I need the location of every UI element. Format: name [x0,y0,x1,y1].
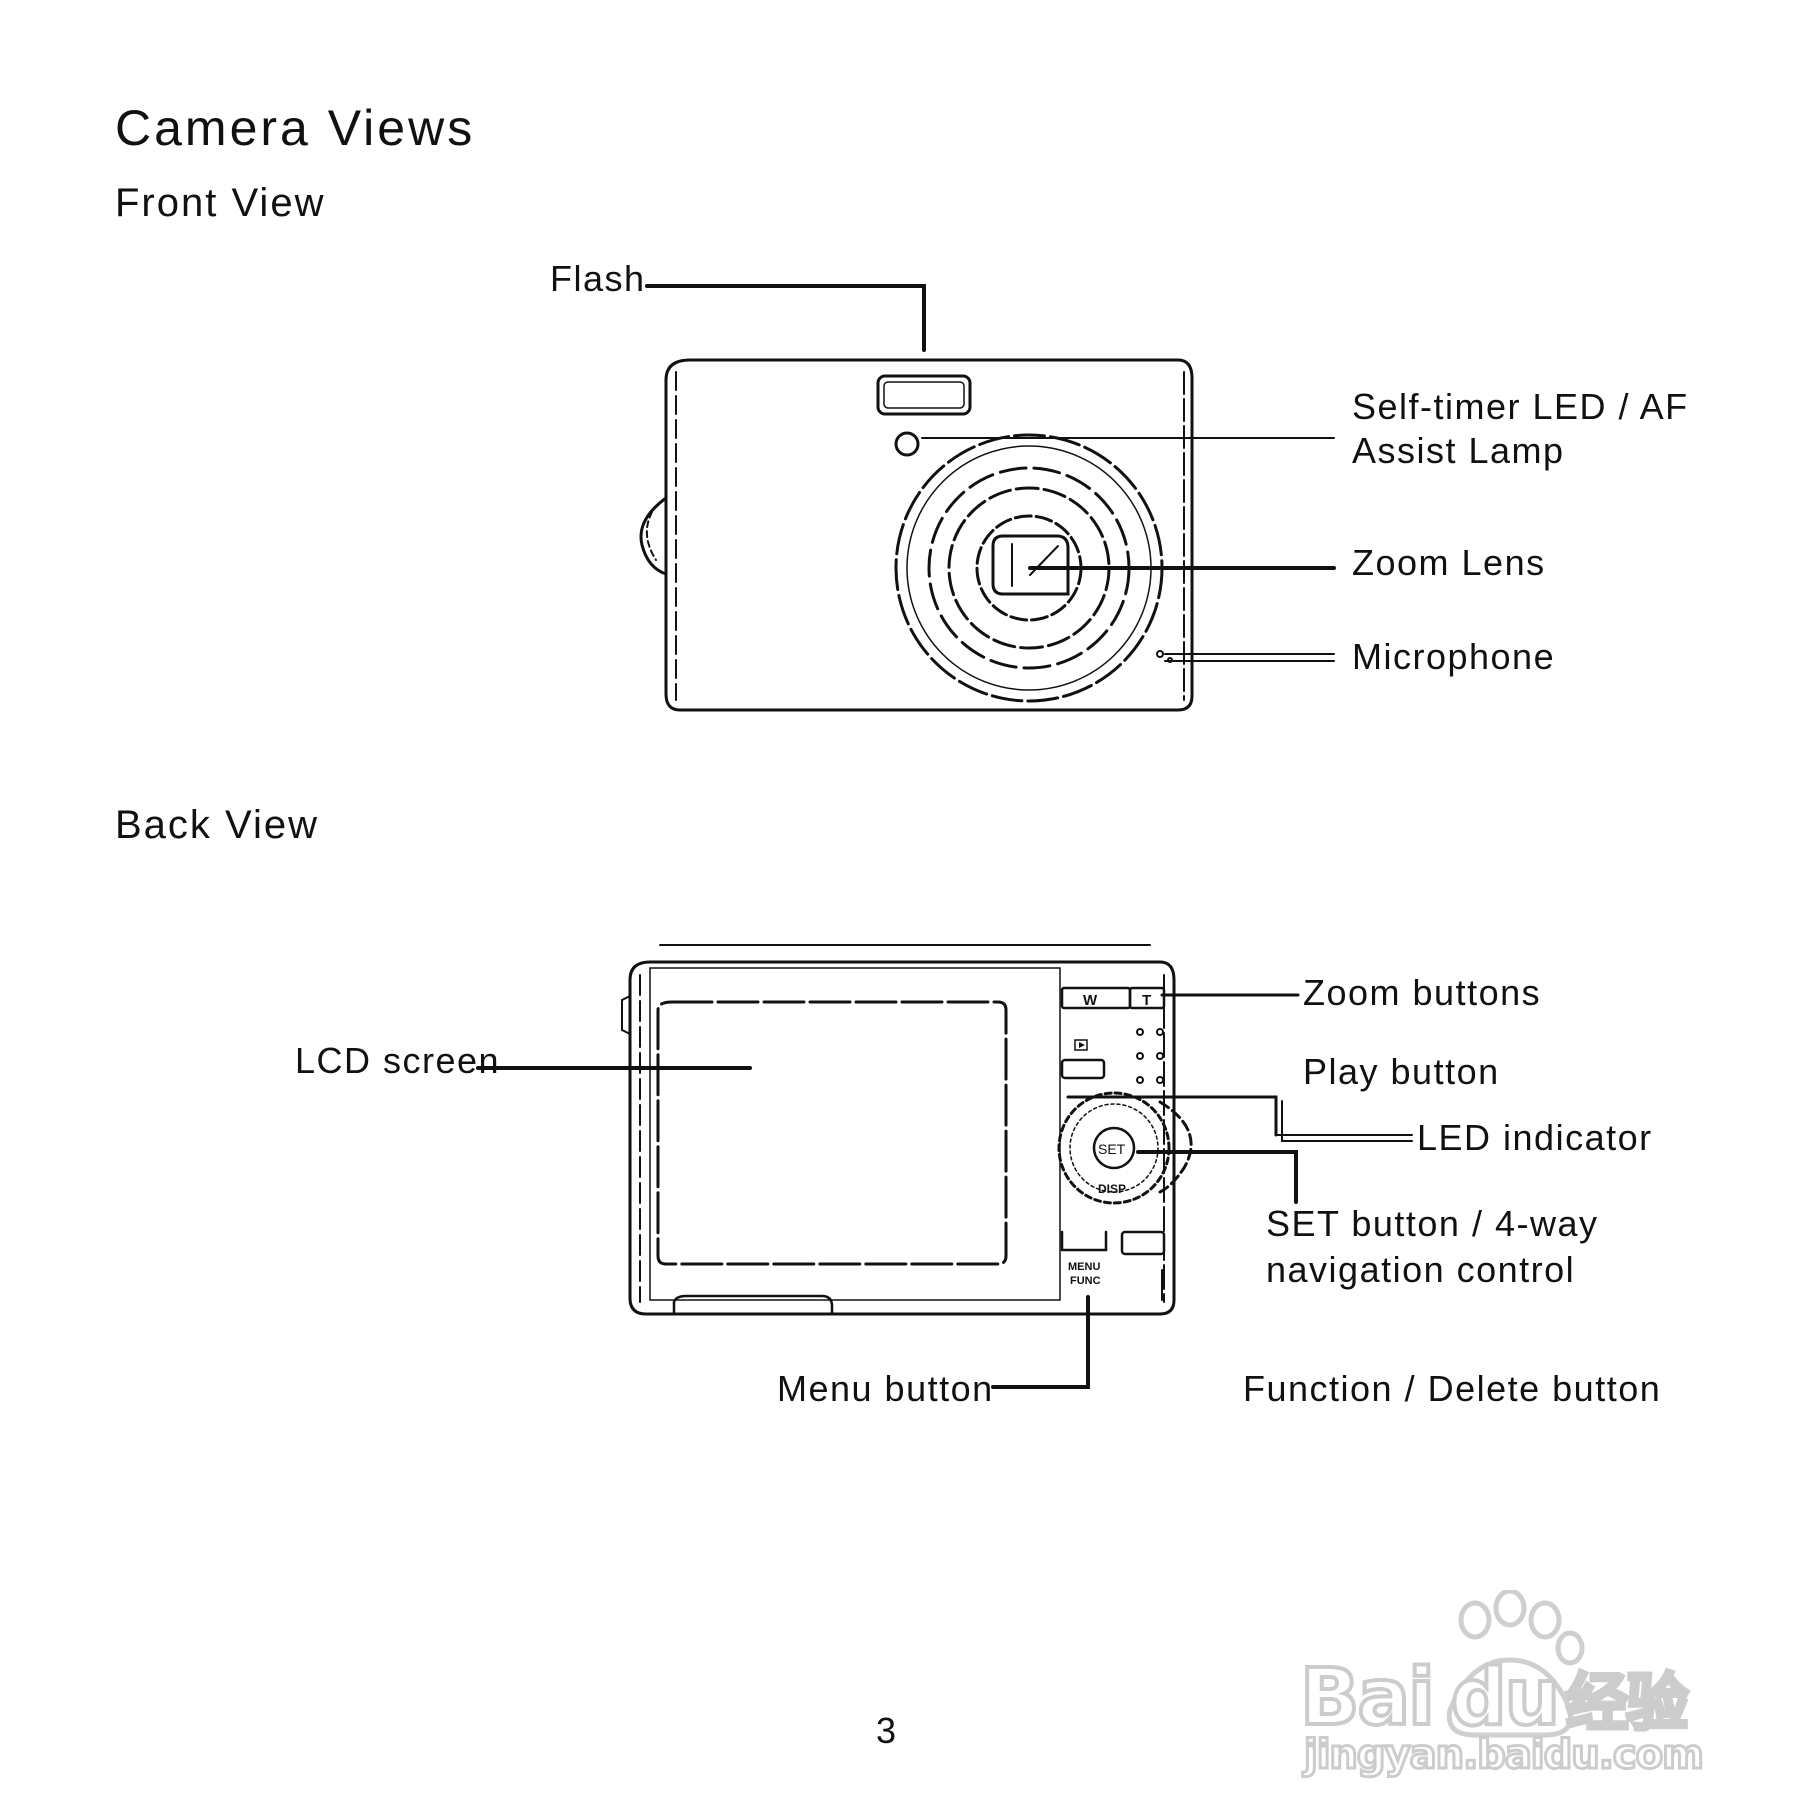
set-marking: SET [1098,1141,1126,1157]
play-button-leader [1066,1095,1278,1137]
set-button-label-line1: SET button / 4-way [1266,1203,1599,1244]
zoom-button-t [1128,986,1166,1010]
self-timer-led [894,431,920,457]
microphone-hole [1156,650,1164,658]
function-delete-label: Function / Delete button [1243,1368,1662,1409]
page-title: Camera Views [115,100,476,156]
set-button-leader [1136,1150,1298,1204]
led-indicator-dots [1136,1028,1164,1084]
lcd-screen [656,1000,1008,1266]
back-camera-illustration [476,944,1413,1389]
front-camera-body [664,358,1194,712]
menu-button-leader [991,1295,1090,1389]
menu-button-label: Menu button [777,1368,994,1409]
function-delete-button-shape [1120,1230,1166,1256]
flash-label: Flash [550,258,646,299]
led-indicator-leader-b [1281,1100,1413,1142]
back-view-heading: Back View [115,803,320,847]
lcd-screen-label: LCD screen [295,1040,501,1081]
menu-func-button-shape [1060,1230,1108,1252]
self-timer-label-line1: Self-timer LED / AF [1352,386,1689,427]
lens-shutter [991,534,1070,596]
back-camera-body [628,960,1176,1316]
front-view-heading: Front View [115,181,326,225]
microphone-label: Microphone [1352,636,1556,677]
zoom-buttons-label: Zoom buttons [1303,972,1542,1013]
lcd-frame-outer [649,967,1061,1301]
front-camera-illustration [639,284,1336,712]
led-indicator-label: LED indicator [1417,1117,1653,1158]
watermark-url: jingyan.baidu.com [1303,1731,1706,1780]
paw-logo-icon [1446,1590,1585,1738]
flash-leader [645,284,926,352]
play-icon [1074,1039,1088,1051]
zoom-w-marking: W [1083,992,1098,1009]
play-button-shape [1060,1058,1106,1080]
menu-marking: MENU [1068,1261,1100,1273]
nav-dial-outer [1057,1091,1171,1205]
set-button-shape [1092,1126,1136,1170]
grip [639,496,668,576]
set-button-label-line2: navigation control [1266,1249,1576,1290]
self-timer-label-line2: Assist Lamp [1352,430,1565,471]
zoom-lens-label: Zoom Lens [1352,542,1546,583]
page-number: 3 [876,1710,897,1751]
play-button-label: Play button [1303,1051,1500,1092]
disp-marking: DISP [1098,1182,1126,1196]
zoom-t-marking: T [1142,992,1151,1009]
flash-window [876,374,972,416]
func-marking: FUNC [1070,1275,1101,1287]
